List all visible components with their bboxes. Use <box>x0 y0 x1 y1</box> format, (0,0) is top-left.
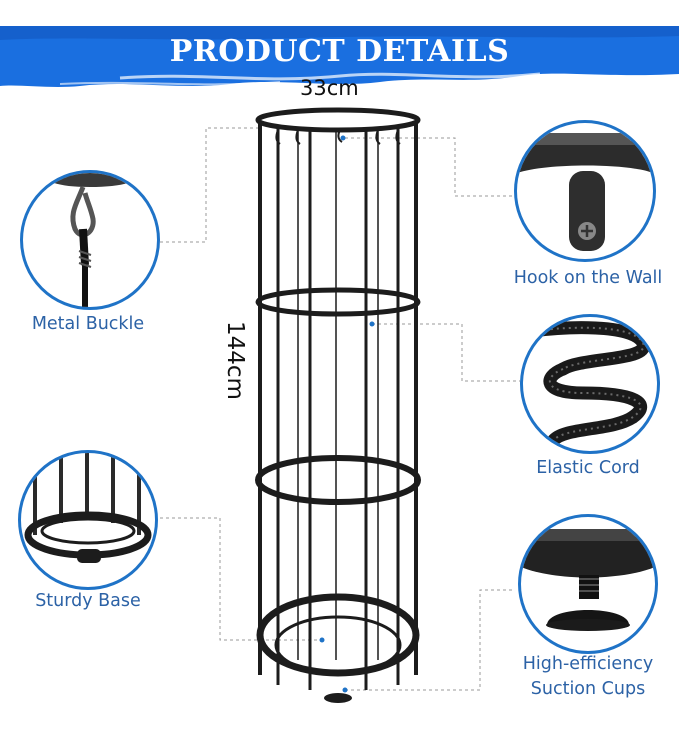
feature-metal-buckle-circle <box>20 170 160 310</box>
cylindrical-rack-image <box>255 107 421 703</box>
feature-suction-cup-circle <box>518 514 658 654</box>
metal-buckle-image <box>43 173 141 307</box>
header-banner: PRODUCT DETAILS <box>0 26 679 92</box>
sturdy-base-image <box>24 453 152 563</box>
feature-label-sturdy-base: Sturdy Base <box>35 591 141 611</box>
feature-label-metal-buckle: Metal Buckle <box>31 314 145 334</box>
elastic-cord-image <box>526 321 650 448</box>
brush-stroke-background <box>0 26 679 87</box>
width-dimension-label: 33cm <box>300 76 359 100</box>
page-title: PRODUCT DETAILS <box>169 34 510 69</box>
feature-label-hook-on-wall: Hook on the Wall <box>513 268 663 288</box>
feature-sturdy-base-circle <box>18 450 158 590</box>
feature-label-elastic-cord: Elastic Cord <box>536 458 640 478</box>
feature-label-suction-cups: High-efficiency Suction Cups <box>522 654 654 699</box>
wall-hook-image <box>517 133 653 251</box>
suction-cup-image <box>521 529 655 631</box>
feature-elastic-cord-circle <box>520 314 660 454</box>
feature-wall-hook-circle <box>514 120 656 262</box>
